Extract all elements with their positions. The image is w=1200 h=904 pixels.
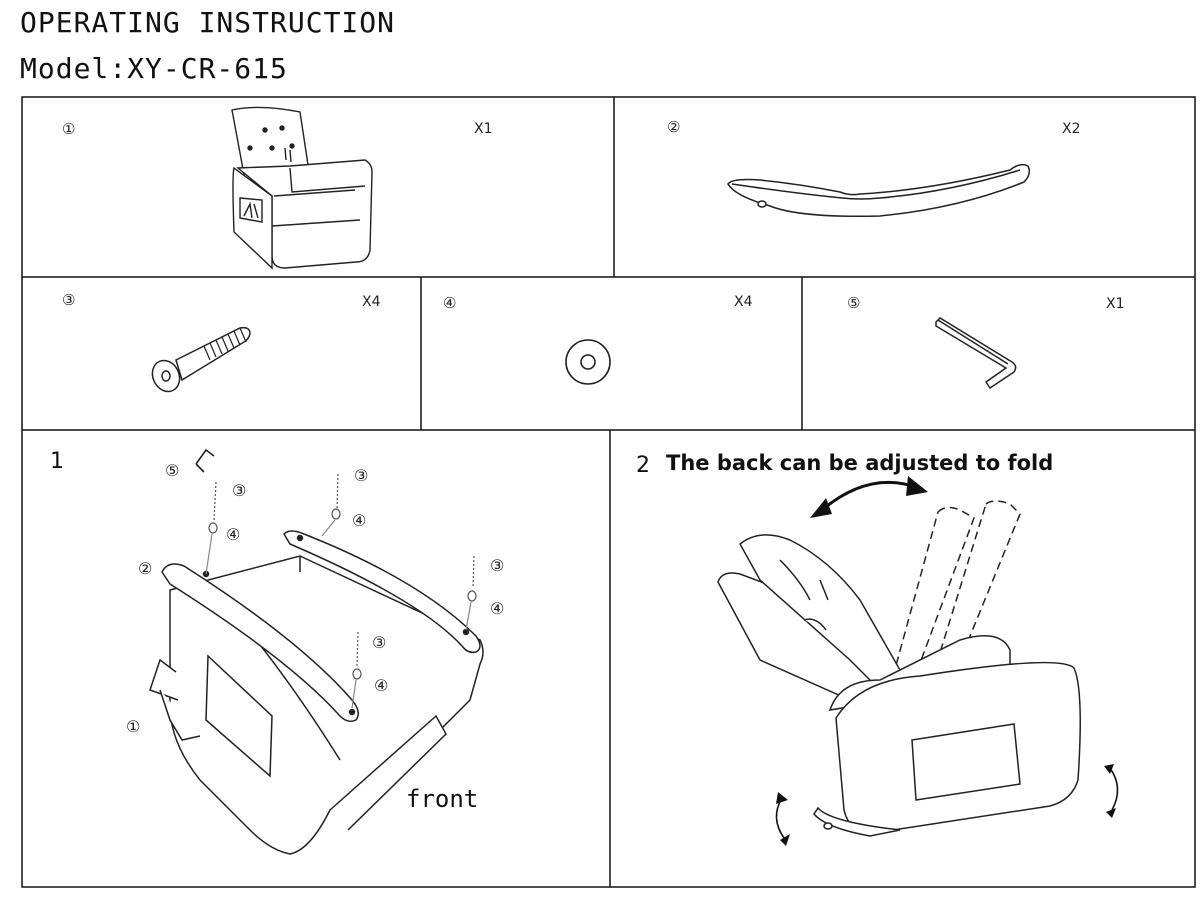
page-title: OPERATING INSTRUCTION <box>20 6 396 39</box>
washer-icon <box>208 522 218 534</box>
part-marker: ② <box>667 118 680 136</box>
step-title: The back can be adjusted to fold <box>666 451 1053 475</box>
washer-icon <box>352 668 362 680</box>
part-2-panel: ② X2 <box>667 118 1081 218</box>
callout-marker: ② <box>138 559 152 578</box>
callout-marker: ④ <box>352 511 366 530</box>
step-number: 1 <box>50 449 64 474</box>
back-fold-positions <box>891 500 1021 692</box>
callout-marker: ④ <box>226 525 240 544</box>
allen-key-icon <box>195 448 215 465</box>
inverted-chair-illustration <box>149 530 484 855</box>
callout-marker: ⑤ <box>165 461 179 480</box>
step-number: 2 <box>636 453 650 478</box>
washer-icon <box>565 339 611 385</box>
washer-icon <box>331 508 341 520</box>
part-quantity: X1 <box>1106 296 1125 312</box>
callout-marker: ④ <box>374 676 388 695</box>
assembly-bolts <box>195 448 477 709</box>
callout-marker: ③ <box>372 633 386 652</box>
part-1-panel: ① X1 <box>62 106 493 270</box>
part-quantity: X4 <box>734 294 753 310</box>
part-marker: ③ <box>62 291 75 309</box>
callout-marker: ① <box>126 717 140 736</box>
rocker-base-icon <box>727 163 1031 218</box>
callout-marker: ③ <box>232 481 246 500</box>
fold-arrow-icon <box>810 476 928 518</box>
part-4-panel: ④ X4 <box>443 294 753 385</box>
step-2-panel: 2 The back can be adjusted to fold <box>636 451 1119 846</box>
part-quantity: X2 <box>1062 121 1081 137</box>
washer-icon <box>467 590 477 602</box>
part-marker: ① <box>62 120 75 138</box>
part-quantity: X4 <box>362 294 381 310</box>
panel-grid <box>21 96 1196 888</box>
bolt-icon <box>151 326 251 393</box>
part-marker: ④ <box>443 294 456 312</box>
part-quantity: X1 <box>474 121 493 137</box>
allen-key-icon <box>935 317 1017 390</box>
step-1-panel: 1 <box>50 448 504 855</box>
part-5-panel: ⑤ X1 <box>847 294 1125 390</box>
callout-marker: ④ <box>490 599 504 618</box>
front-label: front <box>406 785 478 813</box>
callout-marker: ③ <box>354 466 368 485</box>
callout-marker: ③ <box>490 556 504 575</box>
reclining-chair-illustration <box>717 534 1081 837</box>
part-3-panel: ③ X4 <box>62 291 381 393</box>
part-marker: ⑤ <box>847 294 860 312</box>
model-number: Model:XY-CR-615 <box>20 52 288 85</box>
rocking-arrow-icon <box>775 764 1119 846</box>
chair-icon <box>231 106 373 270</box>
